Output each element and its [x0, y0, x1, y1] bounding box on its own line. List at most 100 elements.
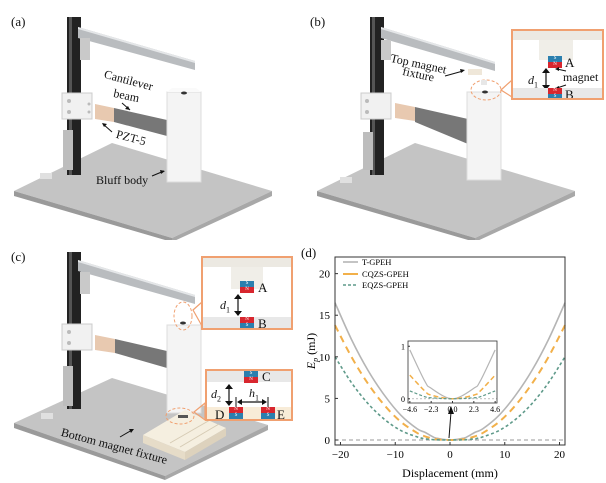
inset-series-line-cqzs-gpeh: [409, 374, 496, 400]
magnet-e: N S: [261, 407, 275, 419]
pzt-patch: [395, 103, 415, 121]
zoom-pointer-arrow: [448, 406, 454, 439]
x-tick-label: −10: [387, 449, 405, 461]
bottom-magnet-array-inset: S N C d2 h1 D N S N S E: [205, 369, 293, 421]
magnet-b-label: B: [565, 87, 574, 100]
bluff-body: [466, 91, 502, 181]
inset-background: [408, 341, 497, 403]
spacing-h1-label: h1: [249, 386, 259, 402]
magnet-b: N S: [548, 88, 562, 98]
magnet-e-label: E: [277, 407, 285, 421]
inset-x-tick-label: −4.6: [403, 405, 418, 414]
pzt-patch: [95, 104, 114, 122]
magnet-b-north-pole: N: [240, 317, 254, 323]
gap-d2-label: d2: [211, 387, 221, 403]
magnet-b-label: B: [258, 316, 267, 330]
gap-d1-label: d1: [528, 73, 538, 89]
magnet-d-label: D: [215, 407, 225, 421]
legend-label-eqzs-gpeh: EQZS-GPEH: [362, 280, 408, 290]
y-axis-label-symbol: E: [304, 361, 318, 370]
magnet-c-north-pole: N: [244, 377, 258, 383]
x-tick-label: 10: [499, 449, 511, 461]
spacing-subscript: 1: [255, 393, 259, 403]
legend: T-GPEH CQZS-GPEH EQZS-GPEH: [343, 257, 409, 290]
y-axis-label-unit: (mJ): [304, 333, 318, 358]
magnet-b: N S: [240, 317, 254, 328]
gap-arrow: [225, 384, 233, 406]
gap-subscript: 1: [226, 305, 230, 315]
magnet-c-label: C: [262, 369, 271, 384]
gap-d-symbol: d: [220, 298, 226, 312]
magnet-label: magnet: [563, 70, 599, 84]
gap-subscript: 1: [534, 80, 538, 90]
inset-series-line-eqzs-gpeh: [409, 390, 496, 400]
top-fixture-block: [203, 258, 291, 267]
gap-d1-label: d1: [220, 298, 230, 314]
inset-x-tick-label: 0.0: [448, 405, 458, 414]
magnet-detail-inset: S N A d1 magnet N S B: [511, 29, 604, 100]
inset-x-tick-label: 2.3: [469, 405, 479, 414]
y-axis-label: Ep (mJ): [304, 333, 320, 370]
magnet-a: S N: [548, 56, 562, 68]
gap-d-symbol: d: [528, 73, 534, 87]
magnet-d-south-pole: S: [229, 413, 243, 419]
bottom-magnet-highlight-circle: [165, 407, 195, 425]
panel-c-label: (c): [11, 249, 26, 264]
magnet-b-south-pole: S: [548, 94, 562, 98]
spacing-arrow: [235, 397, 269, 407]
magnet-d: N S: [229, 407, 243, 419]
inset-y-tick-label: 0: [401, 395, 405, 404]
magnet-b-north-pole: N: [548, 88, 562, 94]
magnet-a-north-pole: N: [548, 62, 562, 68]
panel-b-label: (b): [310, 14, 326, 29]
cantilever-beam: [415, 107, 468, 144]
y-axis-label-subscript: p: [311, 358, 320, 363]
magnet-a-south-pole: S: [240, 281, 254, 287]
base-plate: [14, 143, 272, 238]
y-tick-label: 0: [325, 435, 331, 447]
y-tick-label: 15: [319, 310, 331, 322]
y-tick-label: 20: [319, 269, 331, 281]
magnet-e-north-pole: N: [261, 407, 275, 413]
cantilever-beam: [114, 108, 167, 136]
horizontal-rail: [381, 27, 495, 71]
horizontal-rail: [78, 260, 195, 304]
inset-x-tick-label: 4.6: [490, 405, 500, 414]
panel-d-label: (d): [301, 245, 317, 260]
top-magnet-pair-inset: S N A d1 N S B: [201, 256, 293, 330]
magnet-d-north-pole: N: [229, 407, 243, 413]
magnet-c: S N: [244, 371, 258, 383]
magnet-c-south-pole: S: [244, 371, 258, 377]
gap-arrow: [234, 294, 242, 316]
magnet-a: S N: [240, 281, 254, 293]
gap-arrow: [542, 68, 550, 90]
magnet-a-label: A: [565, 55, 575, 70]
bottom-magnet-setup-illustration: [14, 252, 268, 480]
cantilever-beam: [115, 339, 167, 368]
inset-y-tick-label: 1: [401, 342, 405, 351]
series-line-eqzs-gpeh: [334, 356, 566, 441]
horizontal-rail: [78, 27, 195, 70]
panel-b: (b) Top magnet fixture S N: [303, 0, 606, 240]
energy-harvester-setup-illustration: [14, 17, 272, 240]
gap-subscript: 2: [217, 394, 221, 404]
clamp: [360, 92, 392, 120]
y-tick-label: 10: [319, 352, 331, 364]
x-tick-label: −20: [332, 449, 350, 461]
bluff-body-label: Bluff body: [96, 173, 149, 187]
y-tick-label: 5: [325, 393, 331, 405]
panel-a-label: (a): [11, 14, 26, 29]
pzt-patch: [95, 335, 115, 353]
panel-a: (a) Cantilever be: [0, 0, 303, 240]
spacing-h-symbol: h: [249, 386, 255, 400]
top-fixture-block: [513, 31, 602, 40]
magnet-e-south-pole: S: [261, 413, 275, 419]
gap-d-symbol: d: [211, 387, 217, 401]
base-plate: [317, 143, 575, 238]
top-magnet-holder: [539, 40, 573, 60]
magnet-highlight-circle: [173, 301, 193, 331]
top-magnet-setup-illustration: [317, 17, 575, 240]
magnet-a-label: A: [258, 280, 268, 295]
